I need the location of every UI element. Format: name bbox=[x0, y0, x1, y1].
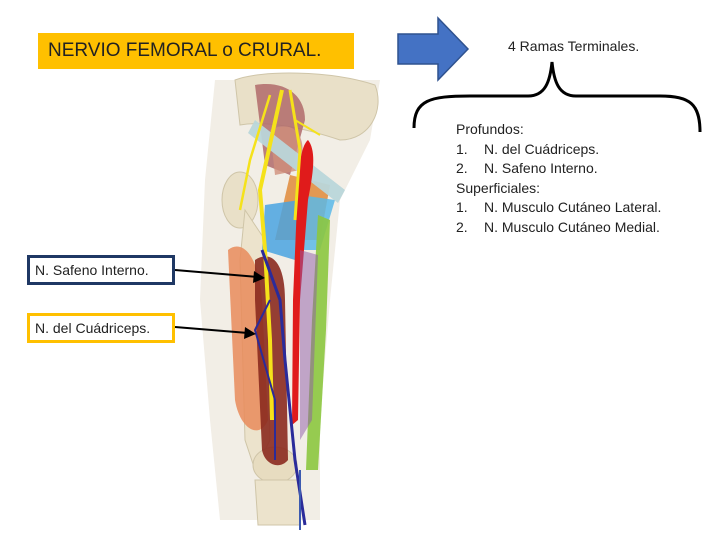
list-item: 2. N. Musculo Cutáneo Medial. bbox=[456, 218, 661, 238]
list-item: 1. N. del Cuádriceps. bbox=[456, 140, 661, 160]
group-heading: Profundos: bbox=[456, 121, 524, 137]
item-number: 2. bbox=[456, 218, 468, 235]
list-item: 1. N. Musculo Cutáneo Lateral. bbox=[456, 198, 661, 218]
item-number: 1. bbox=[456, 199, 468, 215]
group-heading: Superficiales: bbox=[456, 179, 541, 196]
pointer-arrow-cuadriceps bbox=[174, 326, 249, 334]
branches-title: 4 Ramas Terminales. bbox=[508, 38, 640, 54]
right-arrow-icon bbox=[397, 16, 470, 82]
item-text: N. Musculo Cutáneo Lateral. bbox=[484, 199, 662, 215]
branches-list: Profundos: 1. N. del Cuádriceps. 2. N. Saf… bbox=[456, 120, 661, 237]
page-title: NERVIO FEMORAL o CRURAL. bbox=[38, 33, 354, 69]
pointer-arrow-safeno bbox=[174, 269, 259, 278]
curly-brace bbox=[412, 61, 702, 133]
list-item: 2. N. Safeno Interno. bbox=[456, 159, 661, 179]
item-text: N. Musculo Cutáneo Medial. bbox=[484, 218, 660, 235]
item-text: N. del Cuádriceps. bbox=[484, 140, 600, 157]
label-safeno-interno: N. Safeno Interno. bbox=[27, 255, 175, 285]
item-number: 1. bbox=[456, 140, 468, 157]
label-cuadriceps: N. del Cuádriceps. bbox=[27, 313, 175, 343]
item-text: N. Safeno Interno. bbox=[484, 160, 598, 176]
item-number: 2. bbox=[456, 160, 468, 176]
